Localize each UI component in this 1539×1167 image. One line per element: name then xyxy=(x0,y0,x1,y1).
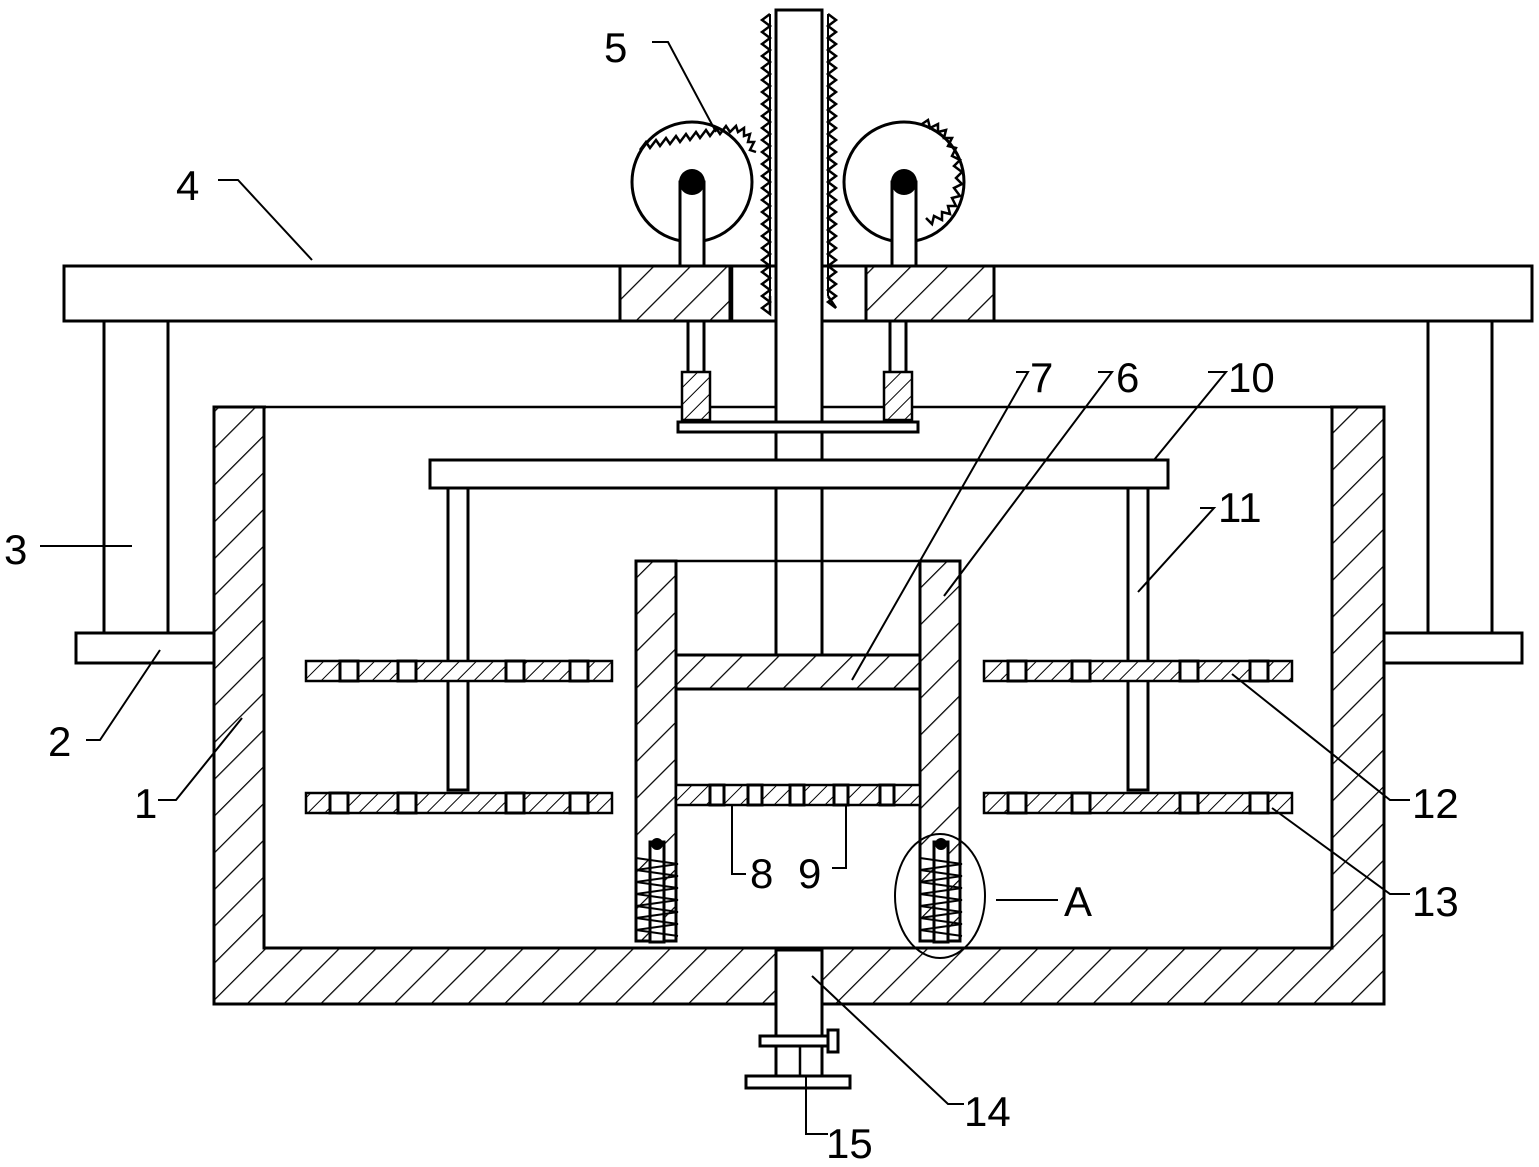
label-4: 4 xyxy=(176,162,199,209)
plate-right-upper xyxy=(982,659,1294,683)
label-11: 11 xyxy=(1218,484,1262,531)
leader-lines xyxy=(40,41,1410,1135)
label-7: 7 xyxy=(1030,354,1053,401)
label-2: 2 xyxy=(48,718,71,765)
stirring-plates xyxy=(304,659,1294,815)
part-labels: 1 2 3 4 5 6 7 8 9 10 11 12 13 14 15 A xyxy=(4,24,1459,1167)
support-legs xyxy=(74,319,1524,665)
label-15: 15 xyxy=(826,1120,873,1167)
label-1: 1 xyxy=(134,780,157,827)
right-gear xyxy=(842,117,966,268)
rack-teeth xyxy=(759,13,839,317)
hanger-rods xyxy=(676,319,920,434)
central-shaft xyxy=(774,8,824,657)
outlet-pipe xyxy=(744,948,852,1090)
label-5: 5 xyxy=(604,24,627,71)
label-9: 9 xyxy=(798,850,821,897)
label-3: 3 xyxy=(4,526,27,573)
label-12: 12 xyxy=(1412,780,1459,827)
left-gear xyxy=(630,120,757,268)
plate-left-upper xyxy=(304,659,614,683)
label-6: 6 xyxy=(1116,354,1139,401)
label-10: 10 xyxy=(1228,354,1275,401)
label-13: 13 xyxy=(1412,878,1459,925)
plate-right-lower xyxy=(982,791,1294,815)
stirring-frame xyxy=(428,458,1170,792)
label-A: A xyxy=(1064,878,1092,925)
bottom-springs xyxy=(635,833,986,959)
label-8: 8 xyxy=(750,850,773,897)
perforated-plate xyxy=(674,783,922,807)
label-14: 14 xyxy=(964,1088,1011,1135)
plate-left-lower xyxy=(304,791,614,815)
piston xyxy=(674,653,922,691)
